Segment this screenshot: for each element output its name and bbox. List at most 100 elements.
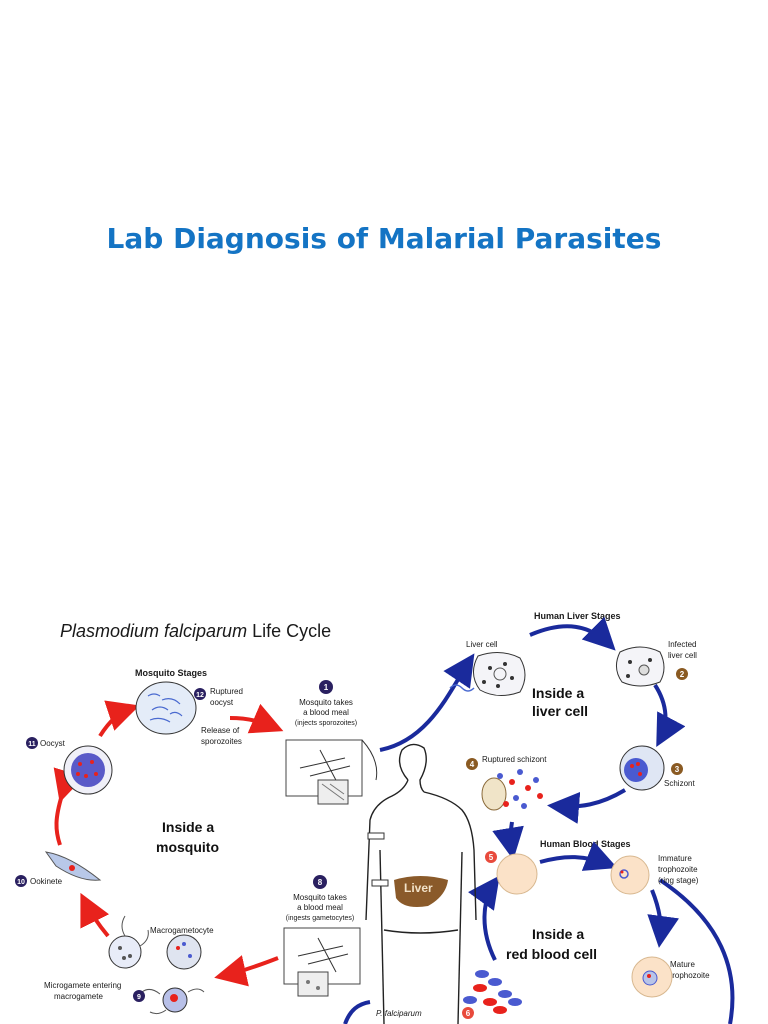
liver-organ-label: Liver [404, 881, 433, 895]
liver-cell [473, 652, 526, 696]
step-10-badge [15, 875, 27, 887]
step-4-badge [466, 758, 478, 770]
arrow-oocyst-to-feed [229, 703, 284, 734]
label-ruptured-oocyst-2: oocyst [210, 698, 234, 707]
label-step8-2: a blood meal [297, 903, 343, 912]
mosquito-feeding-box-2 [283, 927, 361, 997]
ookinete [44, 851, 102, 881]
section-human-blood: Human Blood Stages [540, 839, 631, 849]
arrow-to-liver [379, 653, 475, 752]
zone-mosquito-1: Inside a [162, 819, 214, 835]
life-cycle-diagram: Plasmodium falciparum Life Cycle Human L… [0, 590, 768, 1024]
fertilization [141, 987, 205, 1015]
step-2-badge [676, 668, 688, 680]
step-6-num: 6 [466, 1009, 471, 1018]
arrow-outer-blood [658, 878, 735, 1024]
step-12-num: 12 [196, 692, 204, 699]
liver-organ [394, 876, 448, 907]
label-immature-2: trophozoite [658, 865, 698, 874]
label-immature-3: (ring stage) [658, 876, 699, 885]
label-step8-1: Mosquito takes [293, 893, 347, 902]
human-figure [365, 743, 477, 1024]
arrow-rbc-to-ring [539, 841, 618, 871]
section-mosquito: Mosquito Stages [135, 668, 207, 678]
infected-liver-cell [616, 646, 665, 687]
macrogametocyte [166, 934, 202, 970]
arrow-ruptured-to-blood [492, 821, 524, 860]
arrow-bottom-blood [343, 1000, 371, 1024]
step-9-num: 9 [137, 994, 141, 1001]
arrow-infected-to-schizont [653, 683, 686, 748]
zone-mosquito-2: mosquito [156, 839, 219, 855]
label-mature-1: Mature [670, 960, 695, 969]
label-liver-cell: Liver cell [466, 640, 498, 649]
step-3-badge [671, 763, 683, 775]
step-3-num: 3 [675, 765, 680, 774]
diagram-title-rest: Life Cycle [247, 621, 331, 641]
step-11-badge [26, 737, 38, 749]
label-macrogametocyte: Macrogametocyte [150, 926, 214, 935]
life-cycle-svg: Plasmodium falciparum Life Cycle Human L… [15, 611, 735, 1024]
step-12-badge [194, 688, 206, 700]
label-ruptured-oocyst-1: Ruptured [210, 687, 243, 696]
sporozoites [449, 684, 475, 692]
label-release-2: sporozoites [201, 737, 242, 746]
step-11-num: 11 [28, 741, 36, 748]
step-1-badge [319, 680, 333, 694]
arrow-zygote-to-ookinete [80, 892, 110, 938]
rbc-cell [496, 853, 538, 895]
step-5-num: 5 [489, 853, 494, 862]
zone-liver-2: liver cell [532, 703, 588, 719]
arrow-ookinete-to-oocyst [53, 767, 85, 846]
label-schizont: Schizont [664, 779, 695, 788]
step-8-num: 8 [318, 878, 323, 887]
step-1-num: 1 [324, 683, 329, 692]
label-p-falciparum: P. falciparum [376, 1009, 422, 1018]
label-microgamete-2: macrogamete [54, 992, 103, 1001]
arrow-back-to-rbc [467, 875, 500, 961]
label-step1-1: Mosquito takes [299, 698, 353, 707]
arrow-oocyst-to-ruptured [98, 700, 140, 738]
label-infected-1: Infected [668, 640, 696, 649]
label-ruptured-schizont: Ruptured schizont [482, 755, 547, 764]
diagram-title-italic: Plasmodium falciparum [60, 621, 247, 641]
ruptured-schizont [481, 769, 543, 811]
label-infected-2: liver cell [668, 651, 697, 660]
arrow-feed-to-gametocytes [214, 955, 279, 987]
step-9-badge [133, 990, 145, 1002]
label-oocyst: Oocyst [40, 739, 66, 748]
ring-stage-cell [610, 855, 650, 895]
zone-blood-2: red blood cell [506, 946, 597, 962]
step-5-badge [485, 851, 497, 863]
zone-blood-1: Inside a [532, 926, 584, 942]
microgametocyte [108, 915, 149, 969]
diagram-title: Plasmodium falciparum Life Cycle [60, 621, 331, 641]
slide-title: Lab Diagnosis of Malarial Parasites [106, 222, 662, 255]
step-6-badge [462, 1007, 474, 1019]
label-step1-3: (injects sporozoites) [295, 720, 357, 727]
arrow-ring-to-mature [647, 889, 680, 948]
zone-liver-1: Inside a [532, 685, 584, 701]
schizont [619, 745, 665, 791]
ruptured-rbc-merozoites [463, 970, 522, 1014]
callout-line-1 [361, 739, 378, 781]
section-human-liver: Human Liver Stages [534, 611, 621, 621]
label-mature-2: trophozoite [670, 971, 710, 980]
label-step1-2: a blood meal [303, 708, 349, 717]
arrow-schizont-to-ruptured [547, 788, 627, 824]
step-4-num: 4 [470, 760, 475, 769]
arm-band-lower [371, 879, 389, 887]
arm-band-upper [367, 832, 385, 840]
oocyst [63, 745, 113, 795]
arrow-liver-to-infected [529, 616, 616, 651]
step-2-num: 2 [680, 670, 685, 679]
label-immature-1: Immature [658, 854, 692, 863]
step-8-badge [313, 875, 327, 889]
mature-trophozoite-cell [631, 956, 673, 998]
mosquito-feeding-box-1 [285, 739, 363, 805]
label-microgamete-1: Microgamete entering [44, 981, 121, 990]
label-step8-3: (ingests gametocytes) [286, 915, 354, 922]
label-ookinete: Ookinete [30, 877, 63, 886]
label-release-1: Release of [201, 726, 240, 735]
ruptured-oocyst [135, 681, 197, 735]
